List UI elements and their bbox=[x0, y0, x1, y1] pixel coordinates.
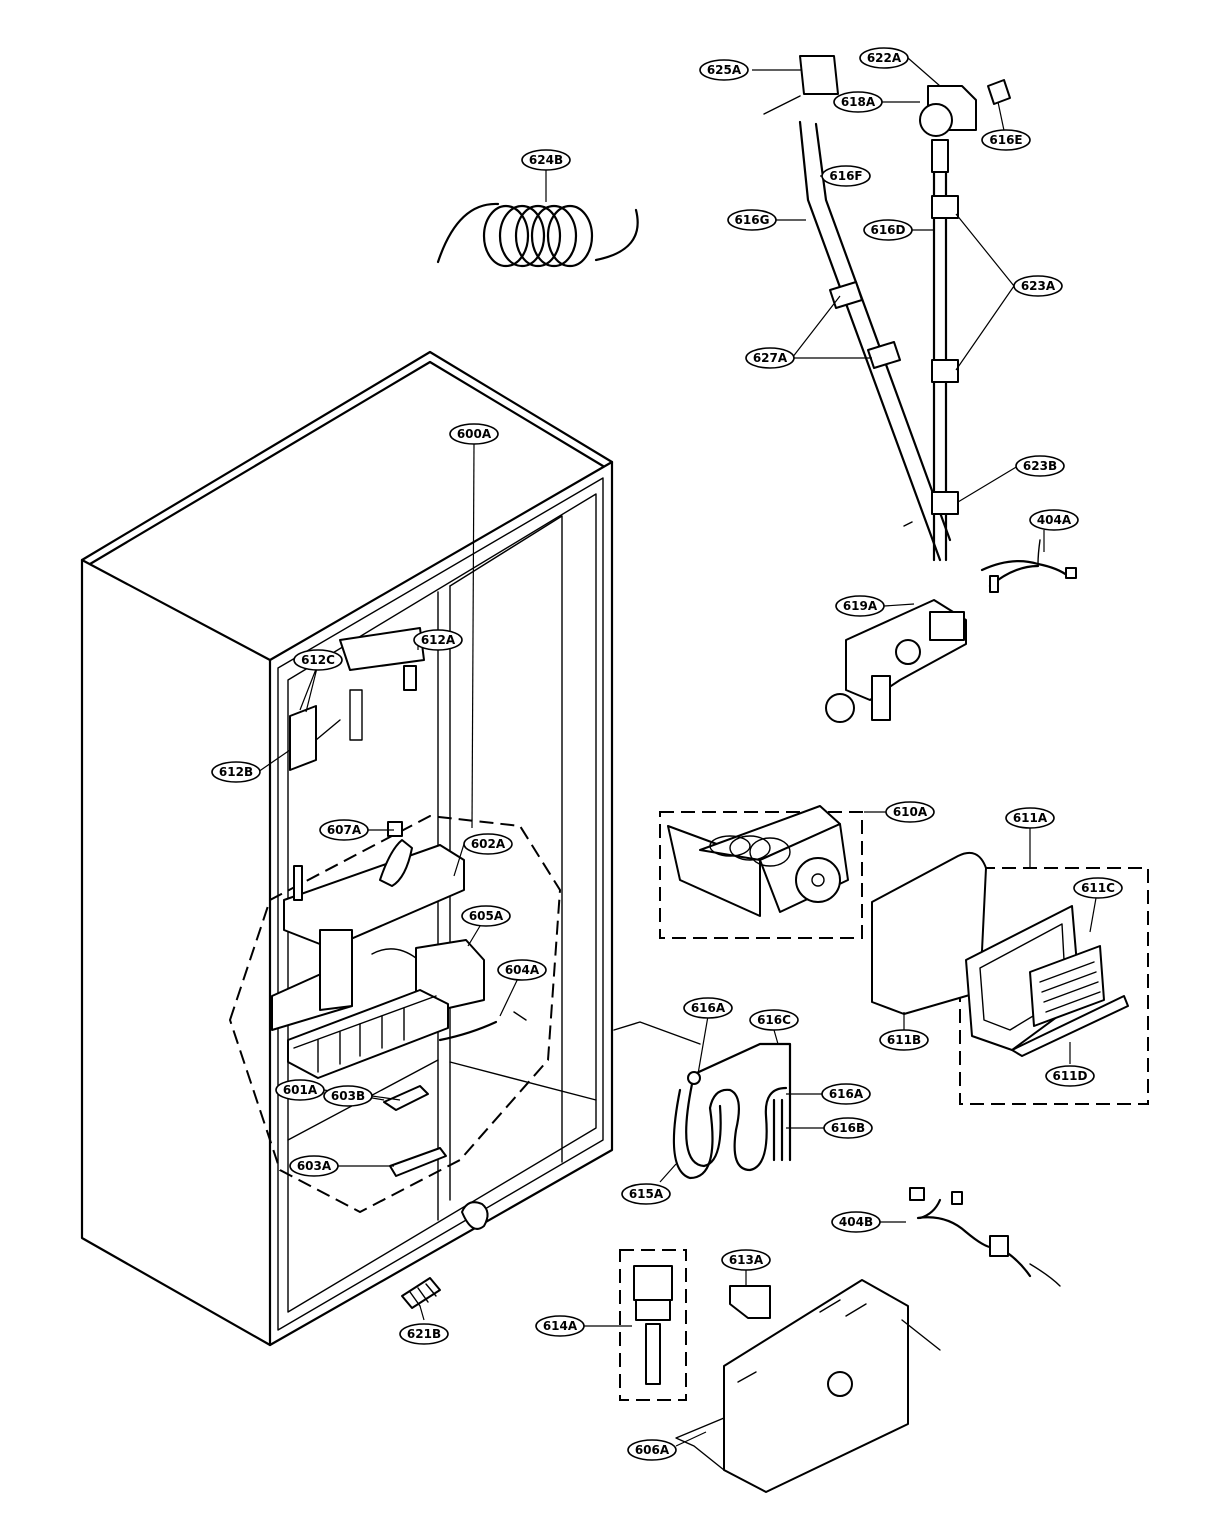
callout-616F: 616F bbox=[821, 165, 871, 187]
callout-label: 602A bbox=[471, 837, 506, 851]
callout-623B: 623B bbox=[1015, 455, 1065, 477]
callout-616D: 616D bbox=[863, 219, 913, 241]
callout-404A: 404A bbox=[1029, 509, 1079, 531]
callout-627A: 627A bbox=[745, 347, 795, 369]
callout-label: 611C bbox=[1081, 881, 1115, 895]
refrigerator-cabinet bbox=[80, 350, 614, 1347]
callout-label: 619A bbox=[843, 599, 878, 613]
callout-606A: 606A bbox=[627, 1439, 677, 1461]
callout-label: 616C bbox=[757, 1013, 791, 1027]
callout-label: 621B bbox=[407, 1327, 441, 1341]
ice-chute-brackets bbox=[289, 627, 425, 771]
water-valve-top bbox=[763, 55, 1011, 137]
callout-607A: 607A bbox=[319, 819, 369, 841]
callout-618A: 618A bbox=[833, 91, 883, 113]
control-bracket-606A bbox=[675, 1279, 941, 1493]
callout-label: 607A bbox=[327, 823, 362, 837]
callout-label: 616F bbox=[829, 169, 862, 183]
callout-612C: 612C bbox=[293, 649, 343, 671]
callout-label: 612C bbox=[301, 653, 335, 667]
callout-616B: 616B bbox=[823, 1117, 873, 1139]
callout-600A: 600A bbox=[449, 423, 499, 445]
callout-label: 624B bbox=[529, 153, 563, 167]
callout-label: 604A bbox=[505, 963, 540, 977]
callout-616C: 616C bbox=[749, 1009, 799, 1031]
callout-label: 615A bbox=[629, 1187, 664, 1201]
callout-label: 611D bbox=[1052, 1069, 1087, 1083]
callout-label: 404A bbox=[1037, 513, 1072, 527]
callout-label: 611B bbox=[887, 1033, 921, 1047]
callout-label: 616G bbox=[735, 213, 770, 227]
callout-labels: 625A 622A 618A 616E 624B 616F 616G 616D … bbox=[211, 47, 1123, 1461]
callout-616A: 616A bbox=[683, 997, 733, 1019]
wire-harness-404B bbox=[909, 1187, 1061, 1287]
ice-bin-610A bbox=[659, 805, 863, 939]
callout-616E: 616E bbox=[981, 129, 1031, 151]
solenoid-614A bbox=[619, 1249, 687, 1401]
clip-613A bbox=[729, 1285, 771, 1319]
callout-612B: 612B bbox=[211, 761, 261, 783]
callout-label: 613A bbox=[729, 1253, 764, 1267]
callout-611D: 611D bbox=[1045, 1065, 1095, 1087]
callout-622A: 622A bbox=[859, 47, 909, 69]
callout-624B: 624B bbox=[521, 149, 571, 171]
callout-label: 605A bbox=[469, 909, 504, 923]
callout-label: 623A bbox=[1021, 279, 1056, 293]
callout-label: 622A bbox=[867, 51, 902, 65]
callout-601A: 601A bbox=[275, 1079, 325, 1101]
leader-lines bbox=[257, 57, 1097, 1447]
callout-621B: 621B bbox=[399, 1323, 449, 1345]
callout-label: 614A bbox=[543, 1319, 578, 1333]
callout-label: 612A bbox=[421, 633, 456, 647]
callout-605A: 605A bbox=[461, 905, 511, 927]
water-tubes bbox=[798, 120, 959, 562]
callout-604A: 604A bbox=[497, 959, 547, 981]
callout-404B: 404B bbox=[831, 1211, 881, 1233]
callout-625A: 625A bbox=[699, 59, 749, 81]
fill-tube-615A bbox=[613, 1021, 792, 1180]
callout-611B: 611B bbox=[879, 1029, 929, 1051]
tube-coil bbox=[436, 202, 639, 268]
callout-label: 618A bbox=[841, 95, 876, 109]
callout-label: 611A bbox=[1013, 811, 1048, 825]
callout-label: 616A bbox=[829, 1087, 864, 1101]
callout-label: 616B bbox=[831, 1121, 865, 1135]
callout-label: 606A bbox=[635, 1443, 670, 1457]
icemaker-assembly bbox=[228, 814, 562, 1214]
callout-611C: 611C bbox=[1073, 877, 1123, 899]
callout-623A: 623A bbox=[1013, 275, 1063, 297]
callout-611A: 611A bbox=[1005, 807, 1055, 829]
callout-602A: 602A bbox=[463, 833, 513, 855]
callout-616A-2: 616A bbox=[821, 1083, 871, 1105]
callout-label: 616D bbox=[870, 223, 905, 237]
callout-label: 601A bbox=[283, 1083, 318, 1097]
water-valve-619A bbox=[825, 599, 967, 723]
callout-label: 623B bbox=[1023, 459, 1057, 473]
callout-615A: 615A bbox=[621, 1183, 671, 1205]
callout-label: 603B bbox=[331, 1089, 365, 1103]
callout-614A: 614A bbox=[535, 1315, 585, 1337]
callout-label: 612B bbox=[219, 765, 253, 779]
callout-619A: 619A bbox=[835, 595, 885, 617]
callout-label: 600A bbox=[457, 427, 492, 441]
callout-616G: 616G bbox=[727, 209, 777, 231]
callout-613A: 613A bbox=[721, 1249, 771, 1271]
callout-603B: 603B bbox=[323, 1085, 373, 1107]
wire-harness-404A bbox=[980, 539, 1077, 593]
fitting-621B-part bbox=[401, 1277, 441, 1309]
callout-label: 616E bbox=[989, 133, 1022, 147]
callout-label: 616A bbox=[691, 1001, 726, 1015]
cover-and-grille-611A bbox=[871, 852, 1149, 1105]
callout-612A: 612A bbox=[413, 629, 463, 651]
callout-610A: 610A bbox=[885, 801, 935, 823]
callout-label: 627A bbox=[753, 351, 788, 365]
callout-603A: 603A bbox=[289, 1155, 339, 1177]
callout-label: 404B bbox=[839, 1215, 873, 1229]
callout-label: 603A bbox=[297, 1159, 332, 1173]
callout-label: 625A bbox=[707, 63, 742, 77]
callout-label: 610A bbox=[893, 805, 928, 819]
